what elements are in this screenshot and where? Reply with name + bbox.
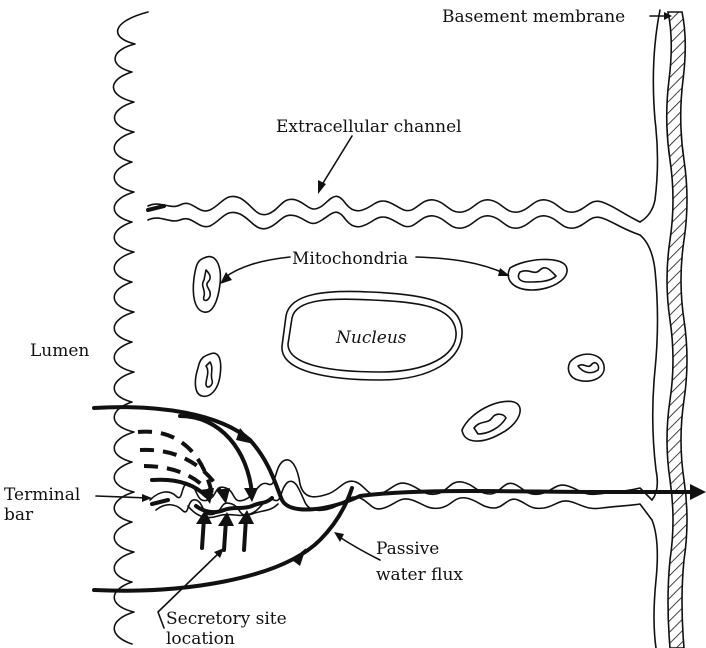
label-nucleus: Nucleus bbox=[335, 328, 407, 348]
mitochondrion-4 bbox=[568, 354, 604, 381]
extracellular-channel-upper bbox=[148, 196, 640, 235]
label-basement-membrane: Basement membrane bbox=[442, 7, 625, 27]
apical-border bbox=[113, 12, 148, 644]
mitochondrion-2 bbox=[508, 259, 567, 290]
mitochondrion-3 bbox=[195, 353, 220, 396]
label-secretory-site-2: location bbox=[166, 629, 235, 648]
label-terminal-bar-1: Terminal bbox=[4, 485, 80, 505]
basement-membrane bbox=[667, 12, 687, 648]
terminal-bar-mark bbox=[152, 500, 168, 504]
upward-arrows bbox=[196, 510, 254, 550]
leader-lines bbox=[96, 12, 672, 628]
label-mitochondria: Mitochondria bbox=[292, 249, 408, 269]
label-passive-water-flux-2: water flux bbox=[376, 565, 463, 585]
solute-flow-arrows bbox=[94, 407, 706, 509]
label-extracellular-channel: Extracellular channel bbox=[276, 117, 462, 137]
label-lumen: Lumen bbox=[30, 341, 89, 361]
label-secretory-site-1: Secretory site bbox=[166, 609, 287, 629]
mitochondrion-5 bbox=[462, 401, 520, 441]
label-passive-water-flux-1: Passive bbox=[376, 539, 439, 559]
label-terminal-bar-2: bar bbox=[4, 505, 34, 525]
basolateral-membrane bbox=[640, 10, 660, 648]
mitochondrion-1 bbox=[193, 257, 220, 313]
